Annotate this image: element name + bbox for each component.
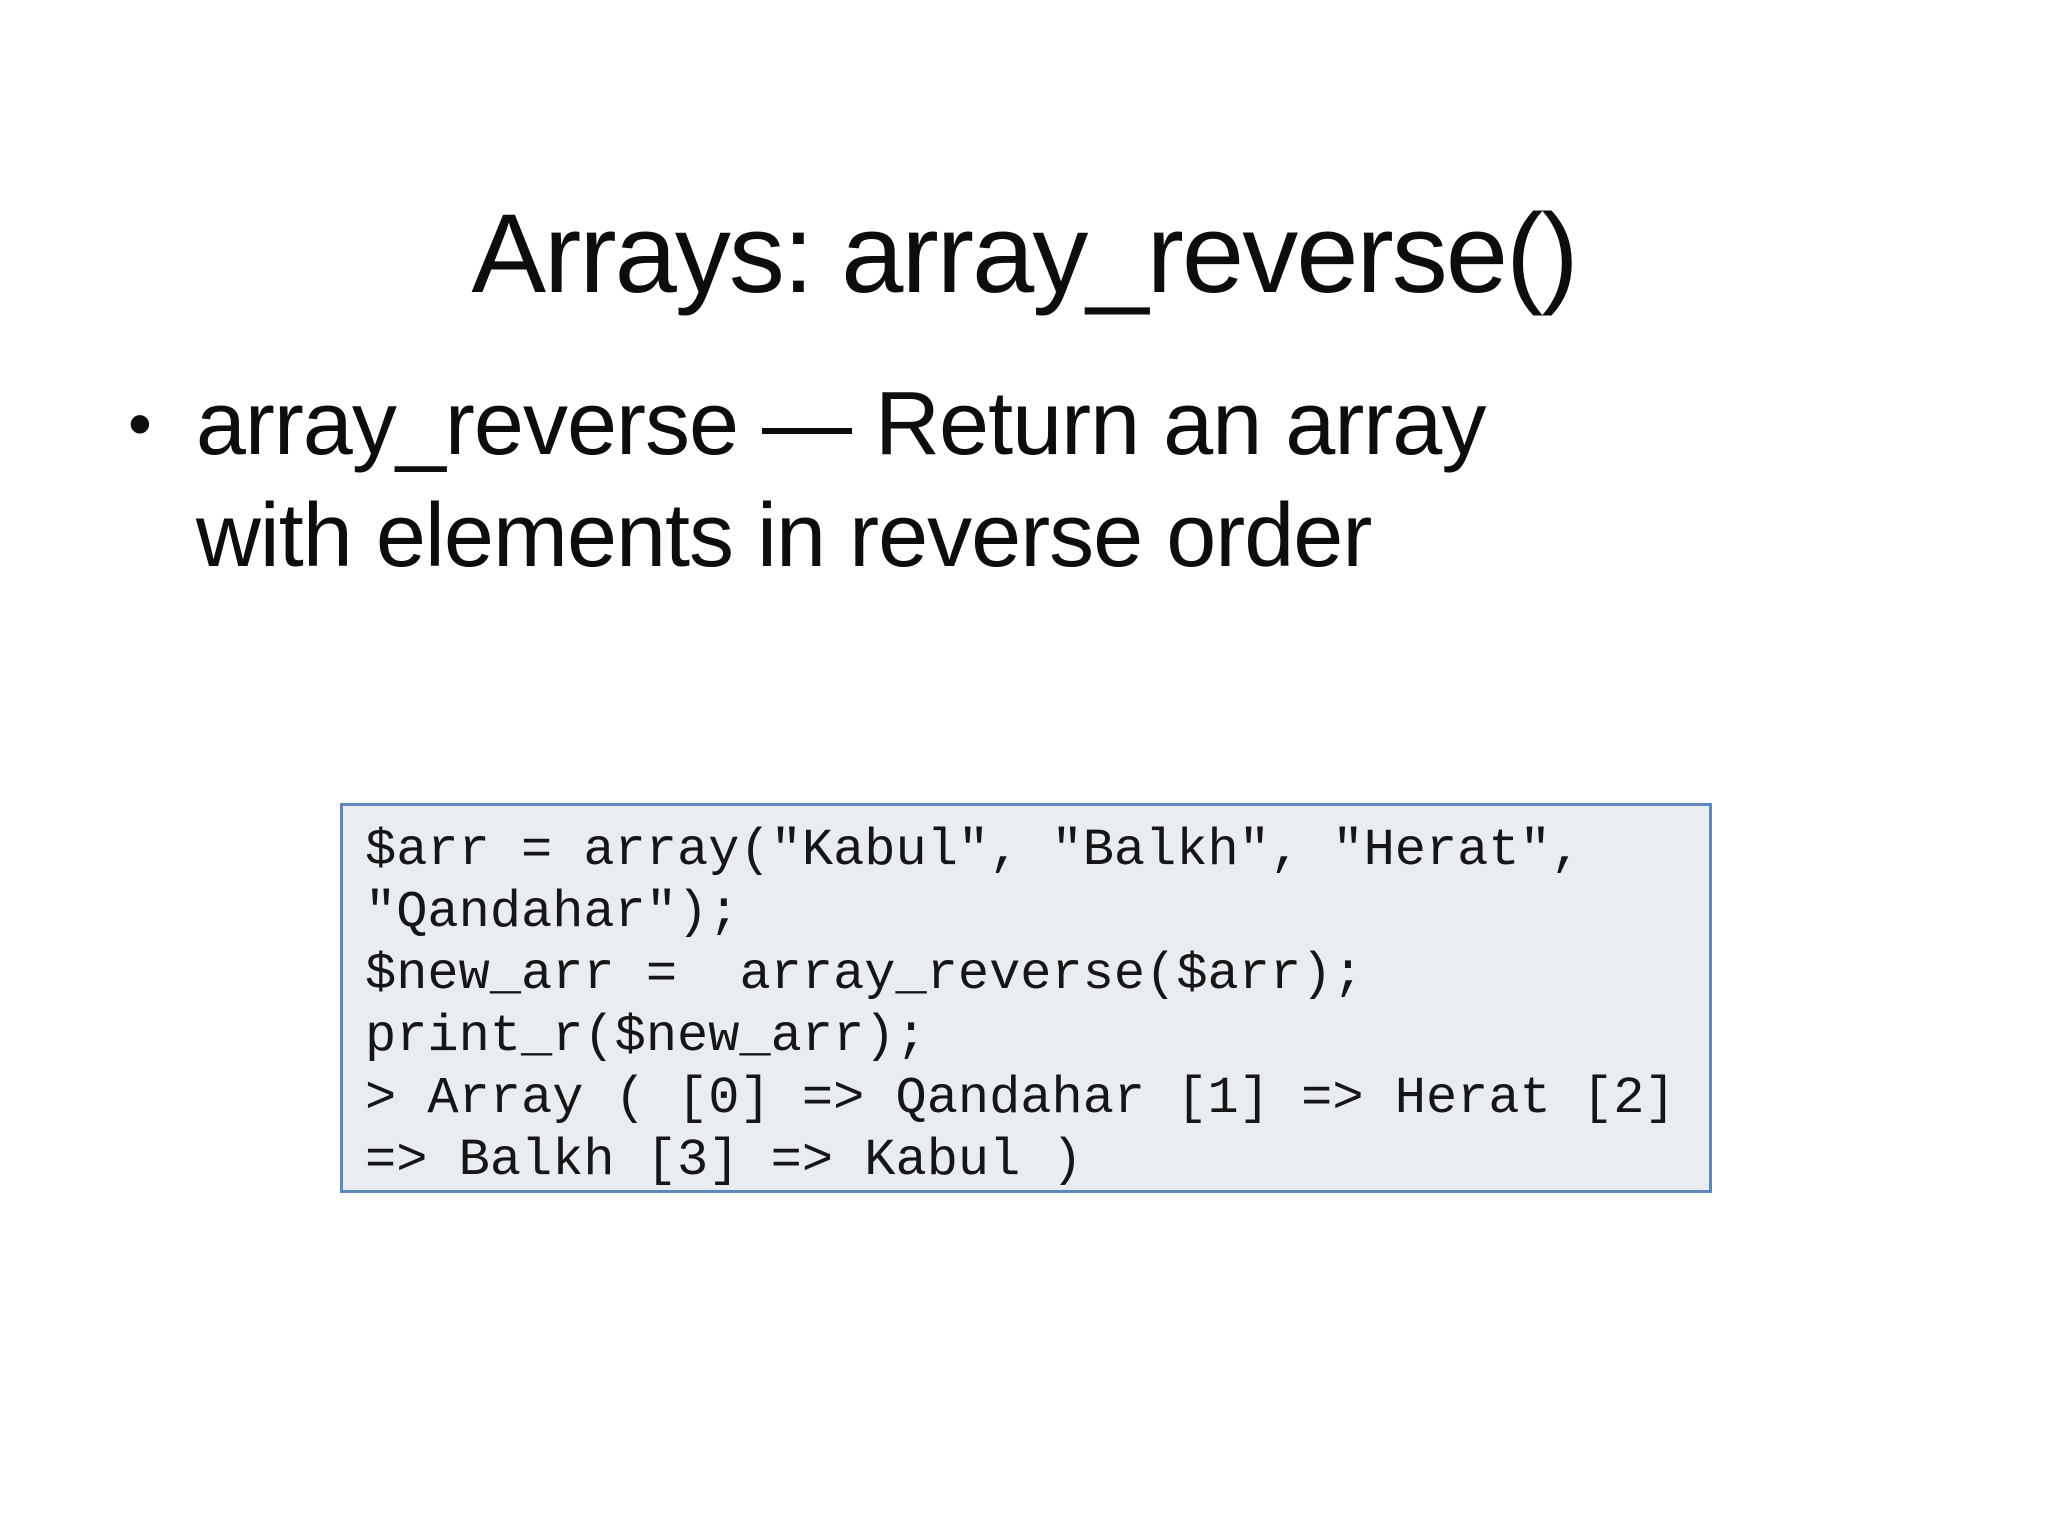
code-line: => Balkh [3] => Kabul ): [365, 1131, 1083, 1190]
code-line: > Array ( [0] => Qandahar [1] => Herat […: [365, 1069, 1676, 1128]
bullet-marker: •: [128, 386, 152, 462]
code-line: print_r($new_arr);: [365, 1007, 927, 1066]
code-line: $new_arr = array_reverse($arr);: [365, 945, 1364, 1004]
bullet-text: array_reverse — Return an array with ele…: [195, 374, 1487, 586]
page-title: Arrays: array_reverse(): [471, 191, 1578, 317]
code-line: "Qandahar");: [365, 883, 740, 942]
code-line: $arr = array("Kabul", "Balkh", "Herat",: [365, 821, 1582, 880]
bullet-item: • array_reverse — Return an array with e…: [128, 368, 1688, 592]
code-block: $arr = array("Kabul", "Balkh", "Herat","…: [340, 803, 1712, 1193]
